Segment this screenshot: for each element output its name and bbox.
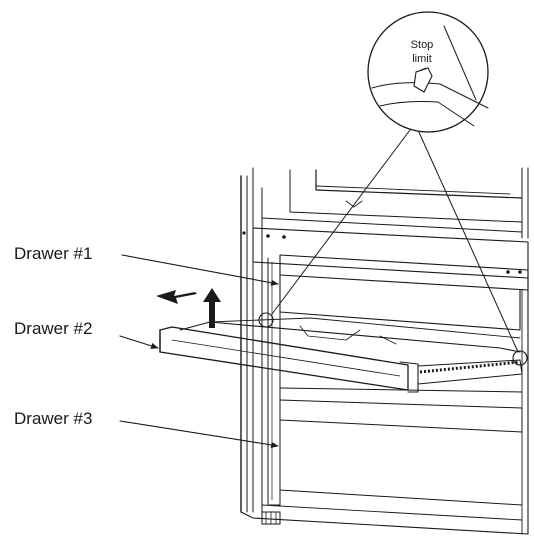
detail-wall-edge (443, 25, 477, 101)
drawer-2 (159, 317, 523, 393)
detail-leader-right (417, 129, 519, 353)
drawer-1-front (279, 274, 521, 331)
stop-limit-label-line1: Stop (411, 39, 434, 51)
stop-limit-detail: Stop limit (271, 11, 519, 353)
upper-shelf-edge (315, 169, 523, 199)
stop-limit-location-right (512, 350, 528, 366)
mullion-screw-left-2 (282, 235, 286, 239)
drawer-1 (279, 254, 529, 331)
drawer-2-back-rim (209, 317, 521, 339)
drawer-1-top-edge (279, 254, 529, 291)
drawer-2-slide-rail (417, 359, 523, 385)
drawer-2-label: Drawer #2 (14, 319, 92, 338)
drawer-2-handle-groove (171, 339, 401, 377)
cabinet-base-edge (240, 511, 529, 535)
drawer-3-basket (279, 419, 523, 506)
hinge-dot (242, 231, 246, 235)
stop-limit-tab-side (413, 75, 433, 93)
drawer-3-top-edge (279, 387, 523, 393)
lift-up-arrow (203, 288, 221, 328)
callout-labels: Drawer #1 Drawer #2 Drawer #3 (14, 244, 279, 448)
drawer-1-label: Drawer #1 (14, 244, 92, 263)
shelf-clip (345, 200, 363, 208)
drawer-3 (279, 387, 523, 506)
drawer-3-rim (279, 399, 523, 433)
upper-compartment-outline (261, 187, 523, 233)
detail-leader-left (271, 129, 411, 315)
mullion-screw-right-2 (518, 270, 522, 274)
left-drawer-rail (267, 257, 281, 506)
drawer-2-inner-mark (379, 335, 397, 345)
detail-contents (371, 25, 489, 127)
stop-limit-location-left (258, 312, 274, 328)
motion-arrows (156, 288, 221, 328)
upper-compartment-back (289, 169, 523, 223)
refrigerator-cabinet (240, 167, 529, 535)
pull-out-arrow (156, 290, 197, 304)
upper-shelf-lip (315, 185, 511, 195)
drawer-2-inner-clip (299, 325, 361, 341)
drawer-2-leader (119, 335, 159, 349)
divider-mullion (252, 227, 529, 279)
drawer-3-leader (119, 420, 279, 448)
mullion-screw-right-1 (506, 270, 510, 274)
drawer-2-end-cap (399, 361, 419, 393)
cabinet-floor-line (261, 504, 523, 521)
detail-rail-upper (371, 82, 489, 109)
drawer-2-rail-teeth (419, 360, 519, 374)
stop-limit-tab-top (415, 67, 427, 73)
detail-rail-lower (379, 101, 475, 127)
drawer-2-top-edge (179, 321, 521, 353)
drawer-3-label: Drawer #3 (14, 409, 92, 428)
stop-limit-label-line2: limit (412, 53, 432, 65)
drawer-1-leader (121, 254, 279, 286)
mullion-screw-left-1 (266, 234, 270, 238)
